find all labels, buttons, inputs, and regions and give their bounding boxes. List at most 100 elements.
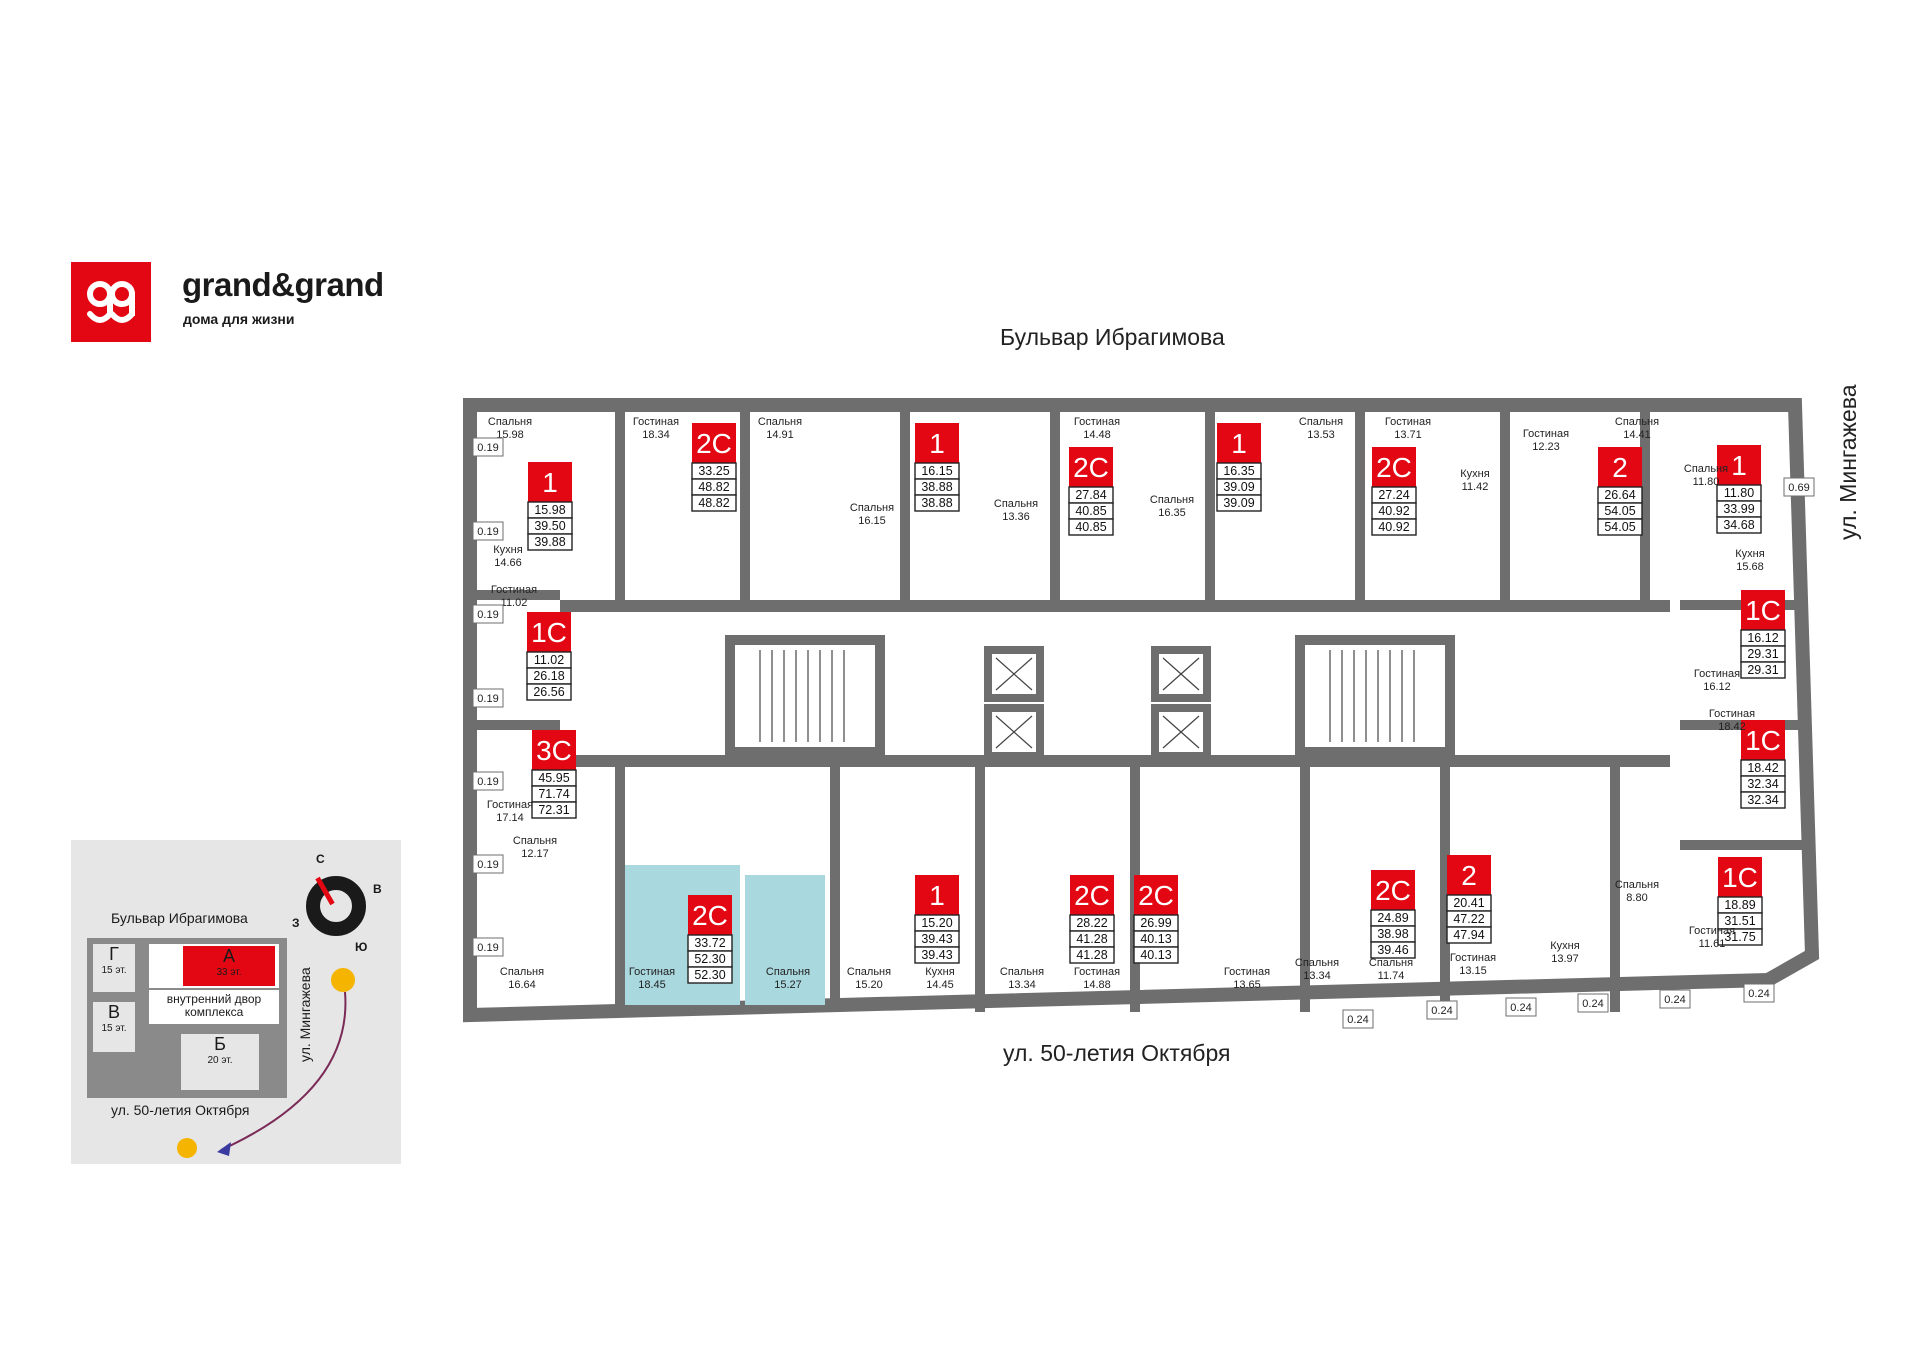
room-area: 14.91 <box>766 429 794 441</box>
apartment-value: 16.15 <box>921 464 952 478</box>
sun-icon-south <box>177 1138 197 1158</box>
building-b-letter: Б <box>214 1034 226 1054</box>
room-name: Гостиная <box>1689 925 1735 937</box>
apartment-value: 48.82 <box>698 496 729 510</box>
balcony-label: 0.19 <box>472 437 504 457</box>
apartment-value: 39.09 <box>1223 496 1254 510</box>
room-area: 16.15 <box>858 515 886 527</box>
building-a-letter: А <box>222 946 235 966</box>
room-name: Кухня <box>925 966 954 978</box>
apartment-type: 2С <box>1138 880 1174 911</box>
balcony-area: 0.24 <box>1510 1002 1531 1014</box>
room-area: 14.48 <box>1083 429 1111 441</box>
inset-street-top: Бульвар Ибрагимова <box>111 910 248 926</box>
apartment-value-cell <box>527 533 573 551</box>
apartment-value: 38.98 <box>1377 927 1408 941</box>
room-name: Гостиная <box>487 799 533 811</box>
apartment-value: 11.80 <box>1724 486 1754 500</box>
apartment-type-badge <box>1069 447 1113 487</box>
apartment-value: 40.13 <box>1140 948 1171 962</box>
room-name: Спальня <box>847 966 891 978</box>
apartment-value: 40.92 <box>1378 504 1409 518</box>
room-area: 14.88 <box>1083 979 1111 991</box>
room-name: Спальня <box>488 416 532 428</box>
apartment-type: 1 <box>542 467 558 498</box>
room-area: 13.65 <box>1233 979 1261 991</box>
apartment-value: 27.24 <box>1378 488 1409 502</box>
apartment-type: 3С <box>536 735 572 766</box>
building-a: А 33 эт. <box>183 946 275 986</box>
brand-name: grand&grand <box>182 266 384 303</box>
apartment-value: 31.51 <box>1724 914 1755 928</box>
apartment-value: 48.82 <box>698 480 729 494</box>
apartment-value: 26.99 <box>1140 916 1171 930</box>
room-area: 13.53 <box>1307 429 1335 441</box>
apartment-type-badge <box>915 875 959 915</box>
apartment-type: 1 <box>929 428 945 459</box>
apartment-value: 24.89 <box>1377 911 1408 925</box>
apartment-type-badge <box>1718 857 1762 897</box>
balcony-label: 0.19 <box>472 771 504 791</box>
stair-core-right <box>1295 635 1455 757</box>
apartment-value: 39.43 <box>921 932 952 946</box>
balcony-area: 0.19 <box>477 776 498 788</box>
side-partitions <box>470 590 1805 850</box>
apartment-value-cell <box>531 801 577 819</box>
building-v-floors: 15 эт. <box>101 1023 127 1034</box>
balcony-label: 0.24 <box>1505 997 1537 1017</box>
apartment-value: 45.95 <box>538 771 569 785</box>
room-area: 12.17 <box>521 848 549 860</box>
room-area: 12.23 <box>1532 441 1560 453</box>
apartment-value: 31.75 <box>1724 930 1755 944</box>
balcony-label: 0.19 <box>472 688 504 708</box>
apartment-type: 2С <box>1073 452 1109 483</box>
room-labels: Спальня15.98Гостиная18.34Спальня14.91Гос… <box>487 416 1765 991</box>
room-area: 17.14 <box>496 812 524 824</box>
balcony-area: 0.19 <box>477 609 498 621</box>
balcony-area: 0.69 <box>1788 482 1809 494</box>
apartment-type-badge <box>527 612 571 652</box>
apartment-type-badge <box>1134 875 1178 915</box>
room-area: 18.42 <box>1718 721 1746 733</box>
balcony-label: 0.24 <box>1426 1000 1458 1020</box>
room-area: 16.64 <box>508 979 536 991</box>
room-area: 14.45 <box>926 979 954 991</box>
apartment-value-cell <box>1740 661 1786 679</box>
apartment-value-cell <box>1716 516 1762 534</box>
apartment-type: 2 <box>1461 860 1477 891</box>
